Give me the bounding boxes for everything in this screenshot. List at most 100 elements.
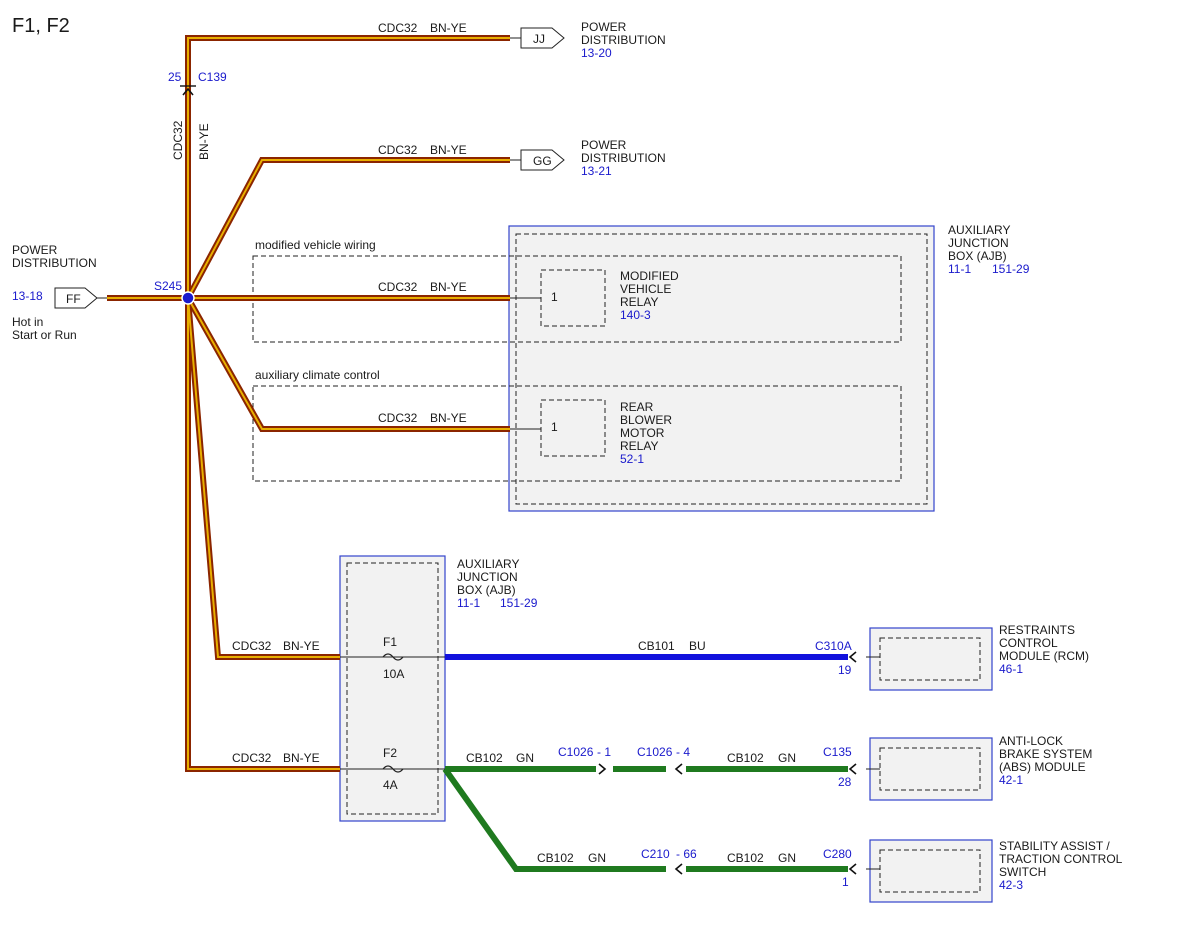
c210-pin: - 66 — [676, 847, 697, 861]
wire-cb102a-circuit: CB102 — [466, 751, 503, 765]
c280-pin: 1 — [842, 875, 849, 889]
abs-module-box — [869, 737, 993, 801]
wire-jj-circuit: CDC32 — [378, 21, 418, 35]
ff-connector: FF — [54, 287, 98, 309]
wire-gg-color: BN-YE — [430, 143, 467, 157]
wire-cb102b-color: GN — [778, 751, 796, 765]
rcm-line3: MODULE (RCM) — [999, 649, 1089, 663]
sats-module-box — [869, 839, 993, 903]
diagram-title: F1, F2 — [12, 15, 70, 37]
relay-leads — [340, 297, 880, 870]
mvr-line3: RELAY — [620, 295, 658, 309]
c210-arrow — [674, 863, 683, 875]
fuse-f1-name: F1 — [383, 635, 397, 649]
abs-line1: ANTI-LOCK — [999, 734, 1063, 748]
c210-connector: C210 — [641, 847, 670, 861]
ajb-top-line1: AUXILIARY — [948, 223, 1010, 237]
fuse-f2 — [382, 765, 404, 773]
ajb-top-ref2: 151-29 — [992, 262, 1030, 276]
wire-rbm-circuit: CDC32 — [378, 411, 418, 425]
c139-arrow — [182, 87, 194, 96]
c135-connector: C135 — [823, 745, 852, 759]
mvr-pin: 1 — [551, 290, 558, 304]
c280-connector: C280 — [823, 847, 852, 861]
gg-connector: GG — [520, 149, 565, 171]
gg-line2: DISTRIBUTION — [581, 151, 666, 165]
c139-connector: C139 — [198, 70, 227, 84]
abs-page: 42-1 — [999, 773, 1023, 787]
wire-cb102a-color: GN — [516, 751, 534, 765]
ajb-bottom-line2: JUNCTION — [457, 570, 518, 584]
rcm-module-box — [869, 627, 993, 691]
abs-line2: BRAKE SYSTEM — [999, 747, 1092, 761]
rcm-line2: CONTROL — [999, 636, 1058, 650]
rcm-page: 46-1 — [999, 662, 1023, 676]
rbm-page: 52-1 — [620, 452, 644, 466]
c1026-4-arrow — [674, 763, 683, 775]
splice-label: S245 — [154, 279, 182, 293]
c310a-connector: C310A — [815, 639, 852, 653]
fuse-f1 — [382, 653, 404, 661]
ajb-bottom-line3: BOX (AJB) — [457, 583, 516, 597]
wire-rbm-color: BN-YE — [430, 411, 467, 425]
source-name-line2: DISTRIBUTION — [12, 256, 97, 270]
jj-page: 13-20 — [581, 46, 612, 60]
mvr-line2: VEHICLE — [620, 282, 671, 296]
cb102-wires — [442, 766, 848, 872]
c310a-arrow — [848, 651, 857, 663]
rcm-line1: RESTRAINTS — [999, 623, 1075, 637]
ajb-top-line3: BOX (AJB) — [948, 249, 1007, 263]
c280-arrow — [848, 863, 857, 875]
wire-mvr-color: BN-YE — [430, 280, 467, 294]
bn-ye-wires — [107, 35, 510, 772]
wire-f2-color: BN-YE — [283, 751, 320, 765]
wire-cb102b-circuit: CB102 — [727, 751, 764, 765]
fuse-f2-name: F2 — [383, 746, 397, 760]
rbm-line2: BLOWER — [620, 413, 672, 427]
jj-connector: JJ — [520, 27, 565, 49]
c135-arrow — [848, 763, 857, 775]
wire-cb101-color: BU — [689, 639, 706, 653]
mvr-page: 140-3 — [620, 308, 651, 322]
wire-cb102c-color: GN — [588, 851, 606, 865]
sats-line3: SWITCH — [999, 865, 1046, 879]
wire-jj-color: BN-YE — [430, 21, 467, 35]
auxiliary-climate-control-label: auxiliary climate control — [255, 368, 380, 382]
jj-line2: DISTRIBUTION — [581, 33, 666, 47]
sats-page: 42-3 — [999, 878, 1023, 892]
c1026-left-connector: C1026 — [558, 745, 594, 759]
rbm-line1: REAR — [620, 400, 654, 414]
gg-page: 13-21 — [581, 164, 612, 178]
c310a-pin: 19 — [838, 663, 852, 677]
wire-f1-circuit: CDC32 — [232, 639, 272, 653]
source-note-line2: Start or Run — [12, 328, 77, 342]
rbm-line3: MOTOR — [620, 426, 665, 440]
wire-cb101-circuit: CB101 — [638, 639, 675, 653]
source-name-line1: POWER — [12, 243, 58, 257]
ajb-relay-box — [252, 225, 935, 512]
c139-pin: 25 — [168, 70, 182, 84]
sats-line1: STABILITY ASSIST / — [999, 839, 1110, 853]
rbm-pin: 1 — [551, 420, 558, 434]
modified-vehicle-wiring-label: modified vehicle wiring — [255, 238, 376, 252]
source-page-ref: 13-18 — [12, 289, 43, 303]
wire-gg-circuit: CDC32 — [378, 143, 418, 157]
c1026-1-arrow — [598, 763, 607, 775]
rbm-line4: RELAY — [620, 439, 658, 453]
abs-line3: (ABS) MODULE — [999, 760, 1086, 774]
vertical-wire-circuit: CDC32 — [171, 120, 185, 160]
gg-line1: POWER — [581, 138, 627, 152]
fuse-f2-rating: 4A — [383, 778, 398, 792]
fuse-f1-rating: 10A — [383, 667, 404, 681]
vertical-wire-color: BN-YE — [197, 123, 211, 160]
source-note-line1: Hot in — [12, 315, 43, 329]
wire-cb102d-color: GN — [778, 851, 796, 865]
jj-line1: POWER — [581, 20, 627, 34]
c135-pin: 28 — [838, 775, 852, 789]
wire-cb102c-circuit: CB102 — [537, 851, 574, 865]
c1026-right-pin: - 4 — [676, 745, 690, 759]
ajb-top-line2: JUNCTION — [948, 236, 1009, 250]
wire-f2-circuit: CDC32 — [232, 751, 272, 765]
ajb-top-ref1: 11-1 — [948, 262, 971, 276]
